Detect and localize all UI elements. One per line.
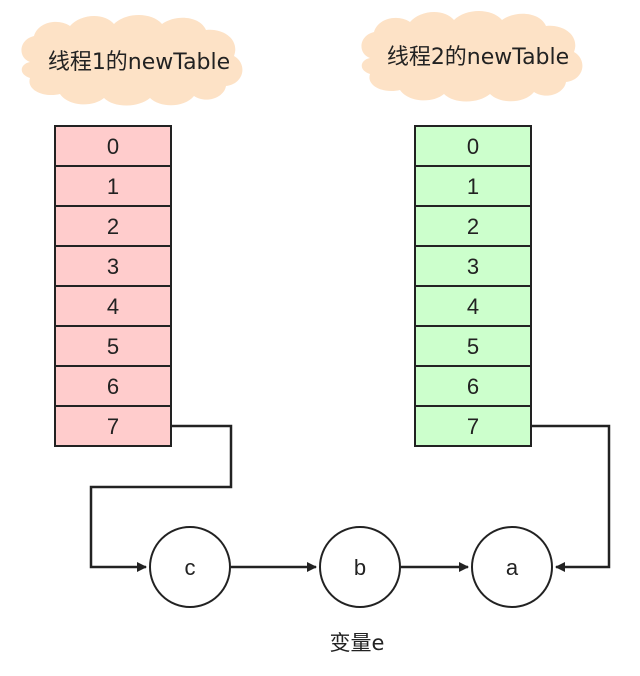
table2-cell-box: [414, 125, 532, 167]
table2-cell-4: 4: [414, 285, 532, 327]
table2-cell-index: 6: [467, 374, 479, 399]
table1-cell-index: 4: [107, 294, 119, 319]
table1-cell-box: [54, 405, 172, 447]
table2-cell-1: 1: [414, 165, 532, 207]
table1-cell-1: 1: [54, 165, 172, 207]
node-c-circle: [149, 526, 231, 608]
table1-cell-index: 6: [107, 374, 119, 399]
thread1-cloud: 线程1的newTable: [21, 15, 243, 106]
table2-cell-index: 4: [467, 294, 479, 319]
table2-cell-3: 3: [414, 245, 532, 287]
table1-cell-index: 2: [107, 214, 119, 239]
table2-cell-7: 7: [414, 405, 532, 447]
table2-cell-box: [414, 405, 532, 447]
table2-slot7-link: [531, 424, 611, 572]
thread2-table-title: 线程2的newTable: [387, 45, 569, 70]
table1-cell-4: 4: [54, 285, 172, 327]
thread2-cloud: 线程2的newTable: [361, 11, 583, 102]
table2-cell-box: [414, 205, 532, 247]
table1-cell-box: [54, 165, 172, 207]
node-b: b: [319, 526, 401, 608]
table1-cell-index: 3: [107, 254, 119, 279]
table2-cell-index: 5: [467, 334, 479, 359]
table1-cell-7: 7: [54, 405, 172, 447]
table1-cell-index: 1: [107, 174, 119, 199]
table1-cell-0: 0: [54, 125, 172, 167]
table1-cell-index: 0: [107, 134, 119, 159]
table2-cell-2: 2: [414, 205, 532, 247]
table2-cell-box: [414, 245, 532, 287]
table2-cell-index: 1: [467, 174, 479, 199]
node-b-circle: [319, 526, 401, 608]
table1-cell-box: [54, 205, 172, 247]
table1-cell-6: 6: [54, 365, 172, 407]
table2-cell-6: 6: [414, 365, 532, 407]
table1-cell-index: 7: [107, 414, 119, 439]
node-b-label: b: [354, 555, 366, 580]
table2-cell-index: 2: [467, 214, 479, 239]
table1-cell-box: [54, 245, 172, 287]
table1-cell-5: 5: [54, 325, 172, 367]
table1-slot7-link: [89, 424, 233, 572]
thread1-table: 0 1 2 3 4 5 6 7: [54, 125, 172, 447]
table2-cell-index: 7: [467, 414, 479, 439]
thread2-table: 0 1 2 3 4 5 6 7: [414, 125, 532, 447]
thread1-cloud-shape: [21, 15, 243, 106]
table2-cell-0: 0: [414, 125, 532, 167]
node-a-circle: [471, 526, 553, 608]
table1-cell-box: [54, 325, 172, 367]
node-a-label: a: [506, 555, 519, 580]
variable-e-caption: 变量e: [330, 631, 385, 655]
table2-cell-index: 3: [467, 254, 479, 279]
thread2-cloud-shape: [361, 11, 583, 102]
table1-cell-index: 5: [107, 334, 119, 359]
table1-cell-2: 2: [54, 205, 172, 247]
table1-cell-3: 3: [54, 245, 172, 287]
node-a: a: [471, 526, 553, 608]
node-c-label: c: [185, 555, 196, 580]
table2-cell-5: 5: [414, 325, 532, 367]
node-c: c: [149, 526, 231, 608]
table2-cell-index: 0: [467, 134, 479, 159]
thread1-table-title: 线程1的newTable: [48, 50, 230, 75]
table1-cell-box: [54, 125, 172, 167]
